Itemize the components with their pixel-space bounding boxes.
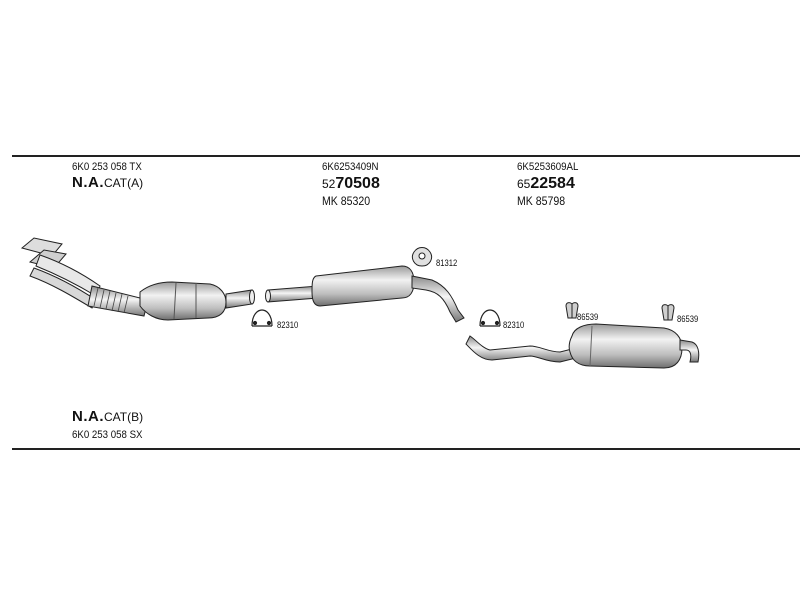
rear-ref-prefix: 65 (517, 177, 531, 191)
top-divider-line (12, 155, 800, 157)
middle-silencer-icon (265, 265, 465, 323)
catalytic-converter-icon (139, 281, 255, 321)
rubber-hanger-icon (661, 304, 675, 321)
exhaust-manifold-icon (20, 237, 101, 309)
cat-b-label-suffix: CAT(B) (104, 410, 144, 424)
cat-a-label-suffix: CAT(A) (104, 176, 144, 190)
cat-a-label: N.A.CAT(A) (72, 174, 144, 191)
middle-mk-number: MK 85320 (322, 194, 371, 208)
cat-b-label-prefix: N.A. (72, 408, 104, 425)
middle-ref-main: 70508 (335, 175, 380, 192)
hanger-2-label: 86539 (677, 314, 699, 324)
cat-b-label: N.A.CAT(B) (72, 408, 144, 425)
gasket-icon (411, 247, 433, 267)
gasket-label: 81312 (436, 258, 458, 268)
cat-b-part-number: 6K0 253 058 SX (72, 429, 143, 441)
rear-ref-main: 22584 (530, 175, 575, 192)
clamp-icon (479, 309, 501, 327)
rear-mk-number: MK 85798 (517, 194, 566, 208)
rear-part-number: 6K5253609AL (517, 161, 579, 173)
clamp-icon (251, 309, 273, 327)
middle-ref-prefix: 52 (322, 177, 336, 191)
rear-silencer-icon (465, 323, 700, 369)
rubber-hanger-icon (565, 302, 579, 319)
cat-a-part-number: 6K0 253 058 TX (72, 161, 142, 173)
rear-ref-number: 6522584 (517, 176, 575, 192)
middle-ref-number: 5270508 (322, 176, 380, 192)
front-pipe-icon (87, 285, 149, 317)
clamp-1-label: 82310 (277, 320, 299, 330)
clamp-2-label: 82310 (503, 320, 525, 330)
bottom-divider-line (12, 448, 800, 450)
cat-a-label-prefix: N.A. (72, 174, 104, 191)
middle-part-number: 6K6253409N (322, 161, 379, 173)
hanger-1-label: 86539 (577, 312, 599, 322)
